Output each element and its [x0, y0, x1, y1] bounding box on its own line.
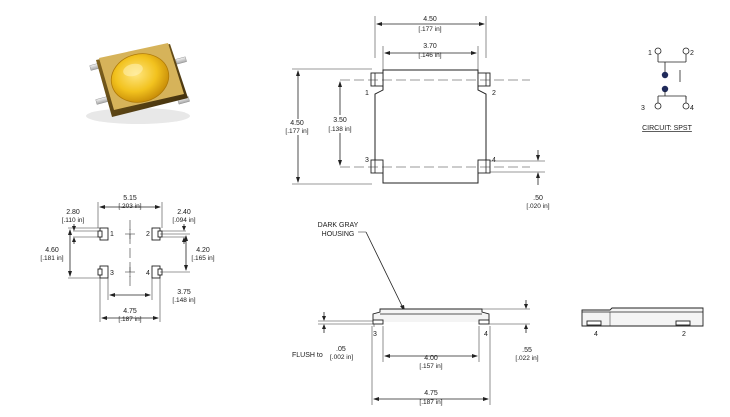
- side-inner-in: [.157 in]: [419, 363, 442, 370]
- top-width-mm: 4.50: [423, 16, 437, 23]
- top-height-in: [.177 in]: [285, 128, 308, 135]
- terminal-width-mm: .50: [533, 195, 543, 202]
- top-view: 4.50 [.177 in] 3.70 [.146 in] 1 2 3 4: [282, 16, 550, 210]
- circuit-pin-4: 4: [690, 105, 694, 112]
- end-pin-2: 2: [682, 331, 686, 338]
- fp-right-in: [.094 in]: [172, 217, 195, 224]
- footprint-pin-4: 4: [146, 270, 150, 277]
- top-inner-width-mm: 3.70: [423, 43, 437, 50]
- fp-height-in: [.181 in]: [40, 255, 63, 262]
- fp-left-in: [.110 in]: [62, 217, 85, 224]
- housing-label-line1: DARK GRAY: [318, 222, 359, 229]
- top-pin-3: 3: [365, 157, 369, 164]
- pcb-footprint: 1 2 3 4 5.15 [.203 in] 2.80 [.110 in]: [40, 195, 215, 323]
- side-overall-in: [.187 in]: [419, 399, 442, 406]
- terminal-width-in: [.020 in]: [526, 203, 549, 210]
- fp-bottom-in: [.187 in]: [118, 316, 141, 323]
- footprint-pin-2: 2: [146, 231, 150, 238]
- top-width-in: [.177 in]: [418, 26, 441, 33]
- circuit-schematic: 1 2 3 4 CIRCUIT: SPST: [641, 47, 694, 132]
- top-height-mm: 4.50: [290, 120, 304, 127]
- fp-inner-mm: 3.75: [177, 289, 191, 296]
- top-pitch-mm: 3.50: [333, 117, 347, 124]
- side-inner-mm: 4.00: [424, 355, 438, 362]
- fp-right-mm: 2.40: [177, 209, 191, 216]
- flush-mm: .05: [336, 346, 346, 353]
- side-pin-3: 3: [373, 331, 377, 338]
- side-height-in: [.022 in]: [515, 355, 538, 362]
- circuit-pin-3: 3: [641, 105, 645, 112]
- footprint-pin-3: 3: [110, 270, 114, 277]
- fp-overall-width-mm: 5.15: [123, 195, 137, 202]
- top-pin-1: 1: [365, 90, 369, 97]
- flush-in: [.002 in]: [330, 354, 353, 361]
- side-height-mm: .55: [522, 347, 532, 354]
- flush-label: FLUSH to: [292, 352, 323, 359]
- fp-inner-in: [.148 in]: [172, 297, 195, 304]
- top-pitch-in: [.138 in]: [328, 126, 351, 133]
- side-overall-mm: 4.75: [424, 390, 438, 397]
- circuit-pin-1: 1: [648, 50, 652, 57]
- fp-bottom-mm: 4.75: [123, 308, 137, 315]
- circuit-pin-2: 2: [690, 50, 694, 57]
- fp-left-mm: 2.80: [66, 209, 80, 216]
- top-pin-2: 2: [492, 90, 496, 97]
- switch-photo: [86, 43, 190, 124]
- fp-pitch-mm: 4.20: [196, 247, 210, 254]
- fp-overall-width-in: [.203 in]: [118, 203, 141, 210]
- housing-label-line2: HOUSING: [322, 231, 355, 238]
- side-pin-4: 4: [484, 331, 488, 338]
- end-pin-4: 4: [594, 331, 598, 338]
- fp-pitch-in: [.165 in]: [191, 255, 214, 262]
- end-view: 4 2: [581, 307, 704, 338]
- footprint-pin-1: 1: [110, 231, 114, 238]
- side-view: DARK GRAY HOUSING 3 4 FLUSH to .05 [.002…: [292, 222, 539, 406]
- top-pin-4: 4: [492, 157, 496, 164]
- top-inner-width-in: [.146 in]: [418, 52, 441, 59]
- circuit-caption: CIRCUIT: SPST: [642, 125, 693, 132]
- fp-height-mm: 4.60: [45, 247, 59, 254]
